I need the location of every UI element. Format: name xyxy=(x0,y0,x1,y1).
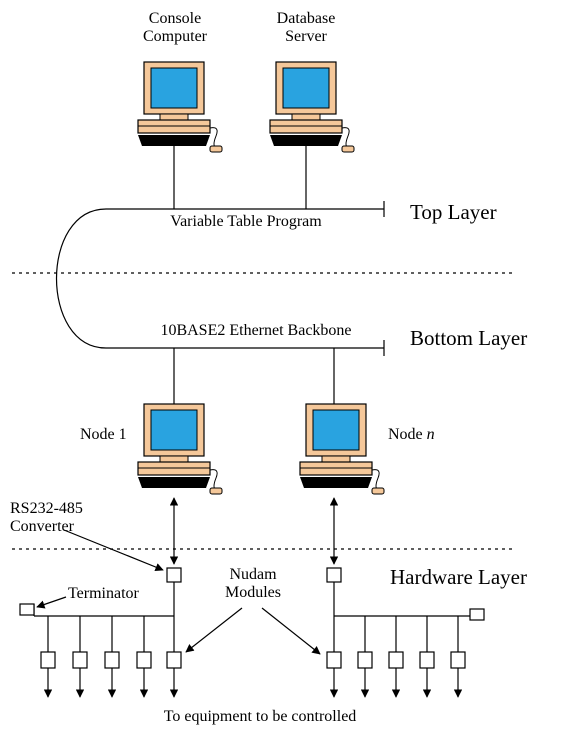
nudam-left-pointer-arrow xyxy=(185,607,243,653)
node-1-computer-icon xyxy=(137,403,223,495)
backbone-loop xyxy=(56,208,107,349)
converter-right-box xyxy=(326,567,342,583)
nudam-module-left-5 xyxy=(166,651,182,669)
database-server-icon xyxy=(269,61,355,153)
nudam-label-line2: Modules xyxy=(225,584,281,601)
node-n-computer-icon xyxy=(299,403,385,495)
terminator-label: Terminator xyxy=(68,585,139,602)
converter-left-box xyxy=(166,567,182,583)
nudam-modules-label: Nudam Modules xyxy=(208,566,298,602)
nudam-module-right-2 xyxy=(357,651,373,669)
console-label-line2: Computer xyxy=(143,28,207,45)
node-n-label: Node n xyxy=(388,426,435,444)
converter-label-line1: RS232-485 xyxy=(10,500,83,517)
nudam-module-right-1 xyxy=(326,651,342,669)
console-label-line1: Console xyxy=(148,10,202,27)
nudam-module-right-4 xyxy=(419,651,435,669)
nudam-module-right-5 xyxy=(450,651,466,669)
converter-pointer-arrow xyxy=(63,529,164,572)
node-n-prefix: Node xyxy=(388,426,423,443)
bottom-layer-label: Bottom Layer xyxy=(410,326,528,350)
ethernet-label: 10BASE2 Ethernet Backbone xyxy=(160,322,352,339)
nudam-modules-left xyxy=(40,616,182,698)
hardware-layer-label: Hardware Layer xyxy=(390,565,527,589)
converter-label: RS232-485 Converter xyxy=(10,500,83,536)
variable-table-label: Variable Table Program xyxy=(170,213,322,230)
nudam-modules-right xyxy=(326,616,466,698)
node-n-variable: n xyxy=(426,426,435,443)
database-label-line1: Database xyxy=(276,10,336,27)
nudam-module-left-2 xyxy=(72,651,88,669)
console-computer-label: Console Computer xyxy=(128,10,222,46)
top-layer-label: Top Layer xyxy=(410,200,497,224)
nudam-right-pointer-arrow xyxy=(261,607,321,655)
nudam-module-left-1 xyxy=(40,651,56,669)
database-label-line2: Server xyxy=(285,28,327,45)
terminator-pointer-arrow xyxy=(36,596,67,609)
database-server-label: Database Server xyxy=(259,10,353,46)
right-terminator-box xyxy=(469,608,485,621)
converter-label-line2: Converter xyxy=(10,518,74,535)
nudam-module-left-4 xyxy=(136,651,152,669)
node-1-label: Node 1 xyxy=(80,426,127,443)
equipment-label: To equipment to be controlled xyxy=(163,708,357,725)
left-terminator-box xyxy=(19,603,35,616)
nudam-label-line1: Nudam xyxy=(229,566,277,583)
nudam-module-right-3 xyxy=(388,651,404,669)
nudam-module-left-3 xyxy=(104,651,120,669)
console-computer-icon xyxy=(137,61,223,153)
